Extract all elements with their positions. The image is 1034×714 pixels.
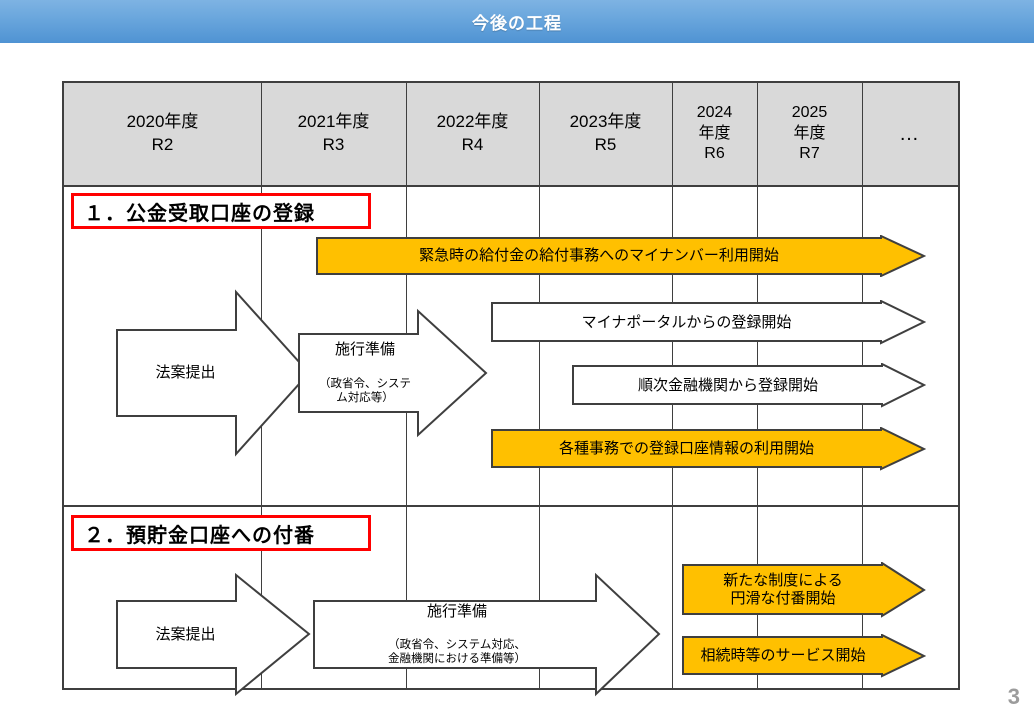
header-cell-fy2021: 2021年度 R3 [261,83,406,185]
arrow-s1-bank-reg[interactable]: 順次金融機関から登録開始 [572,363,926,408]
page-title: 今後の工程 [472,14,562,33]
header-cell-fy2022: 2022年度 R4 [406,83,539,185]
header-cell-beyond: … [862,83,958,185]
header-cell-fy2020: 2020年度 R2 [64,83,261,185]
arrow-s2-succession[interactable]: 相続時等のサービス開始 [682,634,926,678]
arrow-s1-mynumber[interactable]: 緊急時の給付金の給付事務へのマイナンバー利用開始 [316,235,926,277]
roadmap-table: 2020年度 R2 2021年度 R3 2022年度 R4 2023年度 R5 … [62,81,960,697]
timeline-header-row: 2020年度 R2 2021年度 R3 2022年度 R4 2023年度 R5 … [64,83,958,187]
section-2-heading-box: ２．預貯金口座への付番 [71,515,371,551]
arrow-s2-bill[interactable]: 法案提出 [116,572,311,697]
header-cell-fy2025: 2025 年度 R7 [757,83,862,185]
page-number: 3 [1007,684,1020,709]
header-divider-2 [406,83,407,187]
header-divider-6 [862,83,863,187]
arrow-s1-prep[interactable]: 施行準備 （政省令、システ ム対応等） [298,308,488,438]
section-1-heading-text: １．公金受取口座の登録 [84,202,315,225]
header-cell-fy2023: 2023年度 R5 [539,83,672,185]
arrow-s2-prep[interactable]: 施行準備 （政省令、システム対応、 金融機関における準備等） [313,572,661,697]
header-divider-4 [672,83,673,187]
header-cell-fy2024: 2024 年度 R6 [672,83,757,185]
arrow-s1-myna-portal[interactable]: マイナポータルからの登録開始 [491,300,926,345]
section-1-heading-box: １．公金受取口座の登録 [71,193,371,229]
section-2-heading-text: ２．預貯金口座への付番 [84,524,315,547]
slide-title-banner: 今後の工程 [0,0,1034,43]
header-divider-1 [261,83,262,187]
arrow-s2-new-system[interactable]: 新たな制度による 円滑な付番開始 [682,562,926,618]
header-divider-5 [757,83,758,187]
header-divider-3 [539,83,540,187]
arrow-s1-bill[interactable]: 法案提出 [116,288,311,458]
section-divider-line [64,505,958,507]
arrow-s1-account-use[interactable]: 各種事務での登録口座情報の利用開始 [491,427,926,471]
